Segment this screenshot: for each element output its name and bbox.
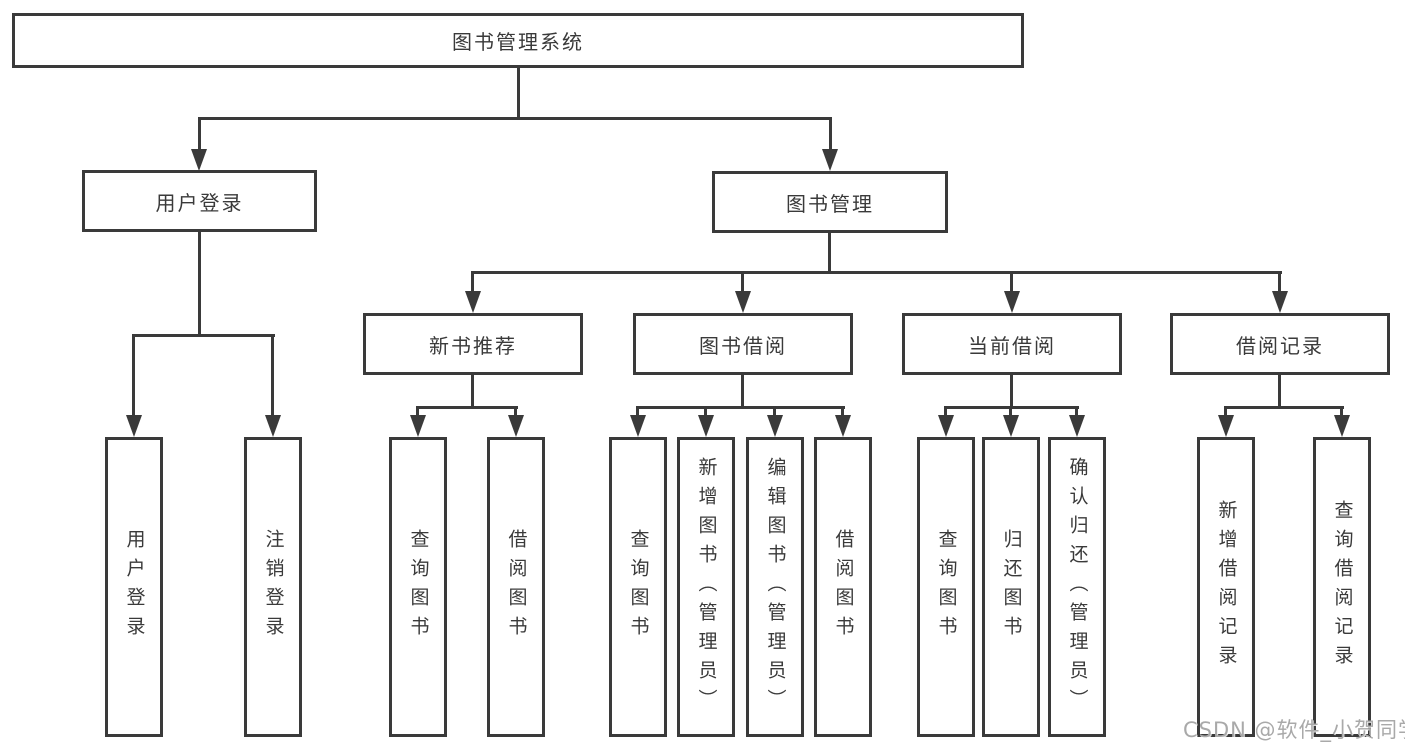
leaf-label: 注销登录 [262, 529, 285, 645]
arrowhead-query-borrowing [630, 415, 646, 437]
node-book-borrowing: 图书借阅 [633, 313, 853, 375]
leaf-label: 归还图书 [1000, 529, 1023, 645]
connector-drop-recommend [471, 271, 474, 295]
connector-drop [1075, 406, 1078, 420]
leaf-label: 查询图书 [627, 529, 650, 645]
leaf-label: 用户登录 [123, 529, 146, 645]
leaf-label: 查询图书 [935, 529, 958, 645]
leaf-query-books-borrow: 查询图书 [609, 437, 667, 737]
leaf-label: 编辑图书（管理员） [764, 456, 787, 718]
connector-drop-user-login [198, 117, 201, 151]
connector-drop-borrowing [741, 271, 744, 295]
node-borrowing-records: 借阅记录 [1170, 313, 1390, 375]
connector-drop [773, 406, 776, 420]
arrowhead-add-record [1218, 415, 1234, 437]
connector-drop [704, 406, 707, 420]
arrowhead-current [1004, 291, 1020, 313]
arrowhead-leaf-logout [265, 415, 281, 437]
arrowhead-user-login [191, 149, 207, 171]
connector-drop [1340, 406, 1343, 420]
connector-drop [1224, 406, 1227, 420]
connector-drop-current [1010, 271, 1013, 295]
arrowhead-query-record [1334, 415, 1350, 437]
connector-drop [636, 406, 639, 420]
connector-drop-book-management [829, 117, 832, 151]
connector-current-splitter [945, 406, 1079, 409]
connector-book-management-stem [828, 233, 831, 273]
connector-drop [944, 406, 947, 420]
connector-records-splitter [1225, 406, 1344, 409]
connector-drop-records [1278, 271, 1281, 295]
arrowhead-book-management [822, 149, 838, 171]
node-book-management: 图书管理 [712, 171, 948, 233]
leaf-confirm-return-admin: 确认归还（管理员） [1048, 437, 1106, 737]
node-library-management-system: 图书管理系统 [12, 13, 1024, 68]
csdn-watermark: CSDN @软件_小贺同学 [1183, 718, 1405, 742]
arrowhead-recommend [465, 291, 481, 313]
arrowhead-borrowing [735, 291, 751, 313]
arrowhead-return-books [1003, 415, 1019, 437]
leaf-label: 确认归还（管理员） [1066, 456, 1089, 718]
arrowhead-confirm-return [1069, 415, 1085, 437]
arrowhead-borrow-recommend [508, 415, 524, 437]
leaf-label: 查询图书 [407, 529, 430, 645]
leaf-query-books-current: 查询图书 [917, 437, 975, 737]
leaf-logout: 注销登录 [244, 437, 302, 737]
connector-book-management-splitter [472, 271, 1282, 274]
connector-recommend-stem [471, 375, 474, 408]
connector-current-stem [1010, 375, 1013, 408]
arrowhead-records [1272, 291, 1288, 313]
leaf-label: 借阅图书 [832, 529, 855, 645]
node-user-login: 用户登录 [82, 170, 317, 232]
connector-borrowing-stem [741, 375, 744, 408]
connector-user-login-splitter [134, 334, 275, 337]
leaf-label: 新增借阅记录 [1215, 500, 1238, 674]
connector-root-splitter [198, 117, 832, 120]
arrowhead-edit-books [767, 415, 783, 437]
connector-drop-leaf-user-login [132, 334, 135, 418]
connector-drop [1009, 406, 1012, 420]
leaf-query-borrow-record: 查询借阅记录 [1313, 437, 1371, 737]
arrowhead-leaf-user-login [126, 415, 142, 437]
leaf-label: 查询借阅记录 [1331, 500, 1354, 674]
leaf-add-borrow-record: 新增借阅记录 [1197, 437, 1255, 737]
arrowhead-query-current [938, 415, 954, 437]
arrowhead-query-recommend [410, 415, 426, 437]
connector-records-stem [1278, 375, 1281, 408]
arrowhead-borrow-books [835, 415, 851, 437]
connector-drop [841, 406, 844, 420]
connector-recommend-splitter [417, 406, 518, 409]
leaf-borrow-books-recommend: 借阅图书 [487, 437, 545, 737]
leaf-user-login: 用户登录 [105, 437, 163, 737]
leaf-query-books-recommend: 查询图书 [389, 437, 447, 737]
leaf-edit-books-admin: 编辑图书（管理员） [746, 437, 804, 737]
connector-borrowing-splitter [637, 406, 845, 409]
leaf-add-books-admin: 新增图书（管理员） [677, 437, 735, 737]
node-new-book-recommendation: 新书推荐 [363, 313, 583, 375]
leaf-borrow-books: 借阅图书 [814, 437, 872, 737]
connector-drop [416, 406, 419, 420]
leaf-label: 借阅图书 [505, 529, 528, 645]
leaf-label: 新增图书（管理员） [695, 456, 718, 718]
leaf-return-books: 归还图书 [982, 437, 1040, 737]
connector-drop [514, 406, 517, 420]
arrowhead-add-books [698, 415, 714, 437]
connector-user-login-stem [198, 232, 201, 336]
connector-root-stem [517, 68, 520, 119]
node-current-borrowing: 当前借阅 [902, 313, 1122, 375]
connector-drop-leaf-logout [271, 334, 274, 418]
